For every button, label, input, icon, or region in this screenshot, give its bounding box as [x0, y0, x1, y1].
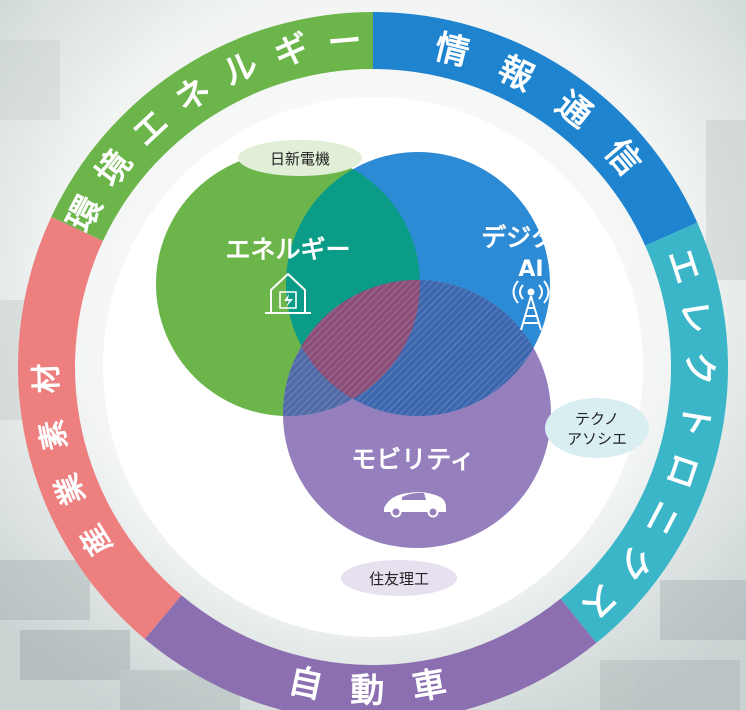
ring-segment-elec-char: ト: [672, 400, 717, 440]
ring-segment-ind-char: 素: [34, 416, 74, 453]
house-bolt-icon: [265, 273, 311, 314]
ring-segment-auto: [144, 595, 597, 710]
ring-segment-elec: [560, 222, 728, 643]
digital-label-line2: AI: [518, 257, 543, 282]
ring-segment-ind: [17, 216, 182, 639]
ring-segment-auto-char: 動: [350, 671, 385, 710]
company-nissin-label: 日新電機: [270, 150, 330, 168]
outer-ring: 環境エネルギー情報通信エレクトロニクス自動車産業素材: [17, 12, 728, 710]
ring-segment-elec-char: ク: [679, 352, 719, 386]
ring-segment-env-char: ー: [326, 21, 363, 64]
digital-label-line1: デジタル: [481, 223, 581, 252]
ring-segment-auto-char: 自: [285, 661, 327, 707]
ring-segment-elec-char: レ: [673, 297, 718, 337]
company-techno-label-line1: テクノ: [575, 410, 619, 428]
energy-label: エネルギー: [225, 235, 350, 264]
ring-segment-env: [51, 12, 373, 242]
ring-segment-ind-char: 材: [29, 363, 65, 394]
ring-segment-info: [373, 12, 698, 246]
ring-segment-auto-char: 車: [409, 663, 449, 708]
antenna-tower-icon: [512, 280, 550, 331]
company-techno-associe: テクノ アソシエ: [545, 398, 649, 458]
company-sumitomo-label: 住友理工: [369, 570, 429, 588]
car-icon: [384, 492, 446, 518]
venn: [156, 152, 551, 548]
mobility-label: モビリティ: [351, 445, 475, 474]
company-sumitomo-riko: 住友理工: [341, 560, 457, 596]
company-techno-label-line2: アソシエ: [567, 430, 627, 448]
company-nissin: 日新電機: [238, 140, 362, 176]
